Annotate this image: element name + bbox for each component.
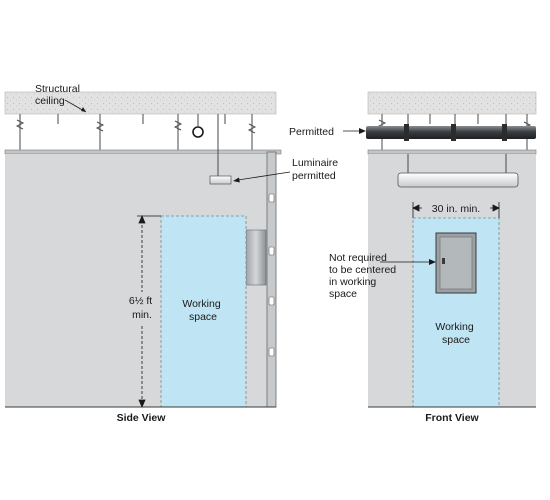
front-working-space-label: Working space (435, 321, 476, 346)
suspended-ceiling-line (4, 149, 282, 155)
width-dimension (412, 202, 500, 218)
luminaire-side (209, 175, 232, 185)
structural-ceiling-slab (4, 91, 277, 115)
wall-edge-rack (266, 151, 277, 408)
ceiling-hangers (15, 114, 257, 150)
panel-latch (442, 258, 445, 264)
side-working-space (160, 215, 247, 408)
front-view-caption: Front View (425, 412, 479, 424)
pipe-supports (404, 124, 507, 141)
electrical-panel-door (439, 236, 473, 290)
structural-ceiling-label: Structural ceiling (35, 83, 83, 107)
permitted-label: Permitted (289, 126, 334, 138)
width-dimension-label: 30 in. min. (432, 203, 480, 215)
side-view-caption: Side View (117, 412, 167, 424)
front-structural-ceiling-slab (367, 91, 537, 115)
front-suspended-ceiling-line (367, 149, 537, 155)
height-dimension (137, 214, 161, 409)
side-working-space-label: Working space (182, 298, 223, 323)
panel-side-profile (245, 229, 267, 286)
rack-slots (268, 193, 275, 357)
luminaire-front (397, 172, 519, 188)
suspended-ring (192, 126, 204, 138)
front-view (343, 91, 537, 408)
luminaire-label: Luminaire permitted (292, 157, 341, 182)
height-dimension-label: 6½ ft min. (129, 295, 155, 321)
not-centered-note: Not required to be centered in working s… (329, 252, 399, 300)
side-view (4, 91, 291, 409)
